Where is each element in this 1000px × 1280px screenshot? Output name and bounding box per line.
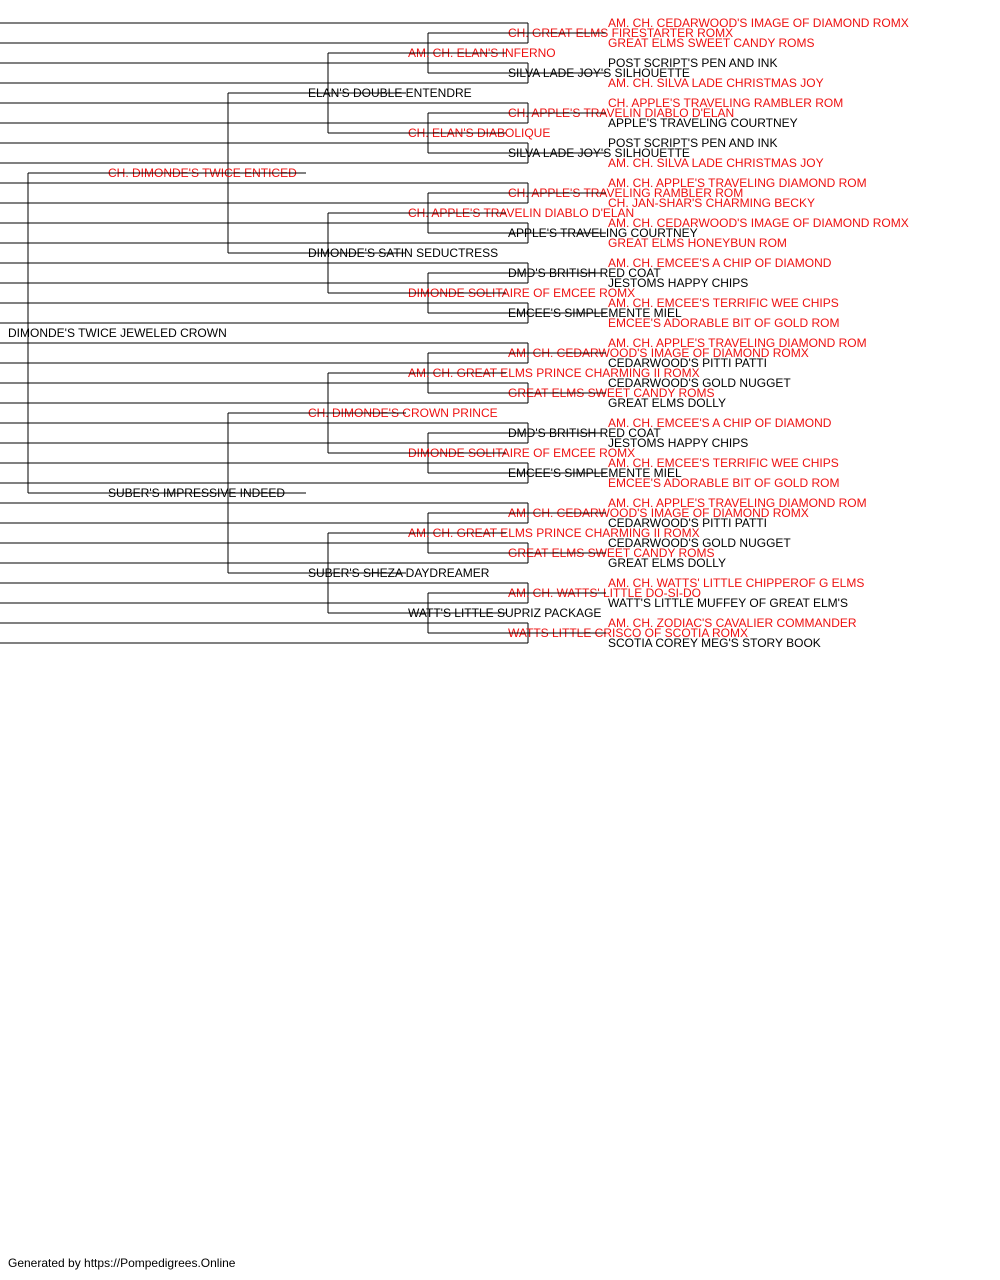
ancestor-name-gen-4: AM. CH. CEDARWOOD'S IMAGE OF DIAMOND ROM…: [508, 346, 809, 360]
ancestor-name-gen-5: CH. JAN-SHAR'S CHARMING BECKY: [608, 196, 815, 210]
ancestor-name-gen-3: AM. CH. GREAT ELMS PRINCE CHARMING II RO…: [408, 526, 700, 540]
ancestor-name-gen-5: AM. CH. SILVA LADE CHRISTMAS JOY: [608, 76, 824, 90]
ancestor-name-gen-5: AM. CH. EMCEE'S A CHIP OF DIAMOND: [608, 416, 832, 430]
ancestor-name-gen-5: POST SCRIPT'S PEN AND INK: [608, 136, 777, 150]
ancestor-name-gen-4: WATTS LITTLE CRISCO OF SCOTIA ROMX: [508, 626, 748, 640]
ancestor-name-gen-5: CEDARWOOD'S GOLD NUGGET: [608, 536, 791, 550]
ancestor-name-gen-4: GREAT ELMS SWEET CANDY ROMS: [508, 386, 714, 400]
ancestor-name-gen-5: AM. CH. ZODIAC'S CAVALIER COMMANDER: [608, 616, 857, 630]
ancestor-name-gen-5: AM. CH. EMCEE'S TERRIFIC WEE CHIPS: [608, 296, 839, 310]
ancestor-name-gen-5: CH. APPLE'S TRAVELING RAMBLER ROM: [608, 96, 843, 110]
ancestor-name-gen-3: AM. CH. GREAT ELMS PRINCE CHARMING II RO…: [408, 366, 700, 380]
generator-credit: Generated by https://Pompedigrees.Online: [8, 1256, 236, 1270]
ancestor-name-gen-5: POST SCRIPT'S PEN AND INK: [608, 56, 777, 70]
ancestor-name-gen-5: CEDARWOOD'S PITTI PATTI: [608, 516, 767, 530]
ancestor-name-gen-5: CEDARWOOD'S PITTI PATTI: [608, 356, 767, 370]
ancestor-name-gen-5: APPLE'S TRAVELING COURTNEY: [608, 116, 798, 130]
ancestor-name-gen-3: DIMONDE SOLITAIRE OF EMCEE ROMX: [408, 286, 635, 300]
ancestor-name-gen-4: CH. APPLE'S TRAVELING RAMBLER ROM: [508, 186, 743, 200]
ancestor-name-gen-4: CH. GREAT ELMS FIRESTARTER ROMX: [508, 26, 733, 40]
ancestor-name-gen-5: EMCEE'S ADORABLE BIT OF GOLD ROM: [608, 476, 839, 490]
ancestor-name-gen-5: AM. CH. APPLE'S TRAVELING DIAMOND ROM: [608, 336, 867, 350]
ancestor-name-gen-4: GREAT ELMS SWEET CANDY ROMS: [508, 546, 714, 560]
ancestor-name-gen-5: JESTOMS HAPPY CHIPS: [608, 276, 748, 290]
ancestor-name-gen-5: EMCEE'S ADORABLE BIT OF GOLD ROM: [608, 316, 839, 330]
ancestor-name-gen-5: AM. CH. CEDARWOOD'S IMAGE OF DIAMOND ROM…: [608, 16, 909, 30]
ancestor-name-gen-4: CH. APPLE'S TRAVELIN DIABLO D'ELAN: [508, 106, 734, 120]
ancestor-name-gen-5: AM. CH. SILVA LADE CHRISTMAS JOY: [608, 156, 824, 170]
ancestor-name-gen-5: GREAT ELMS HONEYBUN ROM: [608, 236, 787, 250]
ancestor-name-gen-5: AM. CH. CEDARWOOD'S IMAGE OF DIAMOND ROM…: [608, 216, 909, 230]
ancestor-name-gen-5: AM. CH. EMCEE'S TERRIFIC WEE CHIPS: [608, 456, 839, 470]
ancestor-name-gen-3: CH. APPLE'S TRAVELIN DIABLO D'ELAN: [408, 206, 634, 220]
ancestor-name-gen-5: AM. CH. EMCEE'S A CHIP OF DIAMOND: [608, 256, 832, 270]
ancestor-name-gen-5: AM. CH. APPLE'S TRAVELING DIAMOND ROM: [608, 496, 867, 510]
ancestor-name-gen-5: GREAT ELMS DOLLY: [608, 396, 726, 410]
ancestor-name-gen-5: AM. CH. APPLE'S TRAVELING DIAMOND ROM: [608, 176, 867, 190]
ancestor-name-gen-5: AM. CH. WATTS' LITTLE CHIPPEROF G ELMS: [608, 576, 864, 590]
subject-dog-name: DIMONDE'S TWICE JEWELED CROWN: [8, 326, 227, 340]
ancestor-name-gen-3: DIMONDE SOLITAIRE OF EMCEE ROMX: [408, 446, 635, 460]
ancestor-name-gen-5: GREAT ELMS SWEET CANDY ROMS: [608, 36, 814, 50]
ancestor-name-gen-5: SCOTIA COREY MEG'S STORY BOOK: [608, 636, 821, 650]
ancestor-name-gen-4: AM. CH. CEDARWOOD'S IMAGE OF DIAMOND ROM…: [508, 506, 809, 520]
ancestor-name-gen-5: WATT'S LITTLE MUFFEY OF GREAT ELM'S: [608, 596, 848, 610]
ancestor-name-gen-5: CEDARWOOD'S GOLD NUGGET: [608, 376, 791, 390]
ancestor-name-gen-5: GREAT ELMS DOLLY: [608, 556, 726, 570]
ancestor-name-gen-5: JESTOMS HAPPY CHIPS: [608, 436, 748, 450]
